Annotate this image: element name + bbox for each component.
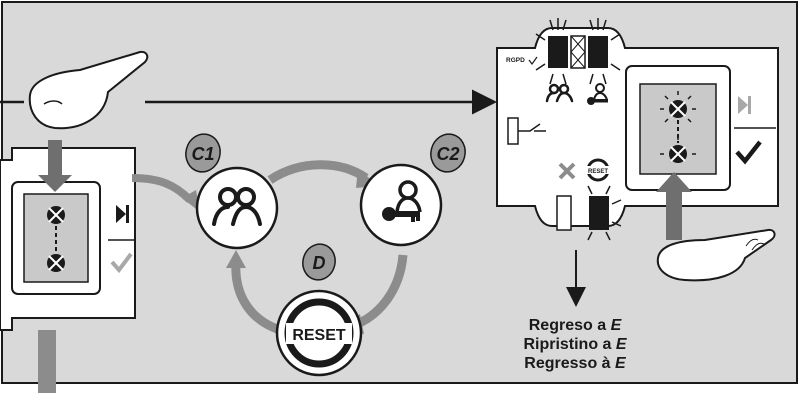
right-device: RGPD xyxy=(496,18,779,241)
press-finger xyxy=(656,228,776,282)
led-icon xyxy=(47,254,65,272)
user-key-icon xyxy=(382,180,422,222)
svg-text:RESET: RESET xyxy=(588,169,608,175)
users-node xyxy=(195,166,279,250)
down-arrow xyxy=(38,140,72,192)
caption-line-pt: Regresso à E xyxy=(524,355,626,372)
users-icon xyxy=(212,187,262,226)
check-icon xyxy=(735,140,762,165)
badge-c2: C2 xyxy=(430,133,466,173)
arrow-reset-to-users xyxy=(231,261,282,335)
caption-line-it: Ripristino a E xyxy=(523,336,627,353)
caption-line-es: Regreso a E xyxy=(528,317,622,334)
cross-icon xyxy=(558,162,576,180)
badge-c1: C1 xyxy=(185,133,221,173)
svg-text:D: D xyxy=(313,253,326,273)
blink-rays xyxy=(535,18,621,85)
press-finger xyxy=(28,50,149,130)
caption: Regreso a E Ripristino a E Regresso à E xyxy=(480,316,670,373)
reset-icon: RESET xyxy=(586,158,610,182)
exit-arrow xyxy=(38,330,56,393)
badge-d: D xyxy=(302,243,336,281)
up-arrow xyxy=(656,172,692,240)
user-key-icon xyxy=(587,83,608,105)
play-end-icon xyxy=(738,96,751,114)
reset-node: RESET xyxy=(275,289,363,377)
reset-label: RESET xyxy=(292,327,346,344)
svg-text:C2: C2 xyxy=(436,144,459,164)
arrow-users-to-key xyxy=(267,160,369,184)
led-icon xyxy=(660,91,696,123)
arrow-key-to-reset xyxy=(353,254,408,330)
user-key-node xyxy=(359,163,443,247)
led-icon xyxy=(47,206,65,224)
rgpd-label: RGPD xyxy=(506,57,525,64)
led-icon xyxy=(660,136,696,163)
check-icon xyxy=(110,252,133,274)
play-end-icon xyxy=(116,205,129,223)
left-device xyxy=(0,147,136,331)
svg-text:C1: C1 xyxy=(191,144,214,164)
users-icon xyxy=(545,83,574,103)
